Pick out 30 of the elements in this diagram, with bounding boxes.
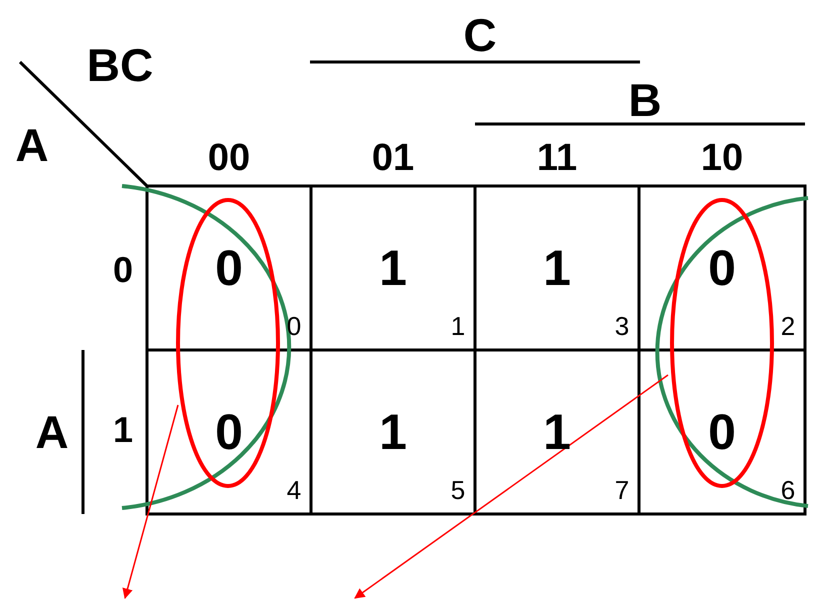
cell-index: 6 bbox=[780, 477, 796, 503]
axis-label: B bbox=[628, 77, 662, 123]
cell-index: 3 bbox=[614, 313, 630, 339]
column-header: 01 bbox=[372, 139, 414, 177]
axis-label: BC bbox=[86, 42, 154, 88]
column-header: 11 bbox=[536, 139, 578, 177]
cell-index: 4 bbox=[286, 477, 302, 503]
group-oval bbox=[176, 198, 280, 488]
cell-value: 0 bbox=[708, 243, 736, 293]
cell-index: 7 bbox=[614, 477, 630, 503]
column-header: 00 bbox=[208, 139, 250, 177]
row-header: 1 bbox=[112, 412, 134, 448]
cell-value: 1 bbox=[543, 407, 571, 457]
cell-index: 2 bbox=[780, 313, 796, 339]
arrow bbox=[354, 374, 668, 599]
cell-value: 0 bbox=[708, 407, 736, 457]
cell-index: 5 bbox=[450, 477, 466, 503]
axis-label: A bbox=[35, 409, 69, 455]
cell-value: 1 bbox=[379, 407, 407, 457]
arrow bbox=[122, 404, 179, 599]
axis-label: C bbox=[463, 12, 497, 58]
cell-value: 0 bbox=[215, 243, 243, 293]
axis-label: A bbox=[15, 122, 49, 168]
group-oval bbox=[670, 198, 774, 488]
cell-value: 1 bbox=[379, 243, 407, 293]
column-header: 10 bbox=[700, 139, 744, 177]
cell-value: 0 bbox=[215, 407, 243, 457]
row-header: 0 bbox=[112, 252, 134, 288]
cell-index: 1 bbox=[450, 313, 466, 339]
cell-value: 1 bbox=[543, 243, 571, 293]
